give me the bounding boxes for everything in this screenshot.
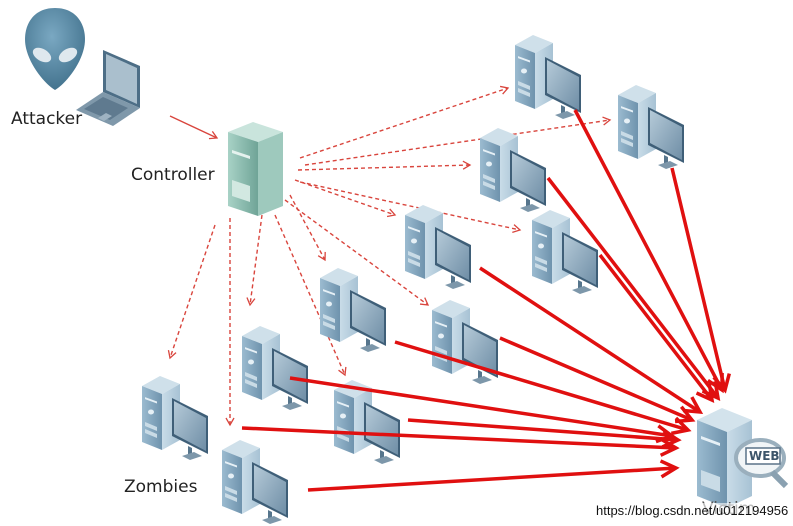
attack-arrow [598, 253, 715, 403]
command-arrow [246, 214, 263, 307]
zombie-computer-icon [242, 326, 308, 410]
zombie-computer-icon [480, 128, 546, 212]
attack-arrow [573, 109, 724, 394]
controller-server-icon [228, 122, 283, 216]
command-arrow [167, 224, 216, 360]
command-arrow [274, 214, 347, 377]
command-arrow [284, 199, 430, 306]
alien-icon [25, 8, 85, 90]
zombie-computer-icon [142, 376, 208, 460]
attack-arrows [241, 109, 731, 492]
watermark: https://blog.csdn.net/u012194956 [596, 503, 789, 518]
attack-arrow [546, 176, 721, 401]
zombies-label: Zombies [124, 477, 198, 497]
zombie-computer-icon [618, 85, 684, 169]
command-arrow [299, 181, 522, 234]
attacker-node [25, 8, 140, 126]
attacker-label: Attacker [11, 109, 83, 129]
attacker-to-controller-arrow [169, 115, 219, 140]
attack-arrow [479, 266, 704, 415]
web-badge-label: WEB [749, 449, 780, 463]
attack-arrow [407, 418, 682, 449]
zombie-computer-icon [222, 440, 288, 524]
command-arrow [299, 85, 510, 159]
zombie-computer-icon [532, 210, 598, 294]
attack-arrow [499, 336, 696, 424]
zombie-computer-icon [515, 35, 581, 119]
command-arrows [167, 85, 612, 427]
attack-arrow [241, 426, 680, 457]
laptop-icon [76, 50, 140, 126]
attack-arrow [307, 459, 680, 492]
command-arrow [304, 116, 612, 166]
command-arrow [294, 179, 397, 218]
attack-arrow [394, 340, 692, 436]
attack-arrow [289, 376, 676, 444]
attack-arrow [670, 167, 731, 394]
zombies-group [142, 35, 684, 524]
web-magnifier-icon [734, 438, 789, 489]
command-arrow [297, 160, 472, 171]
command-arrow [289, 194, 326, 262]
controller-label: Controller [131, 165, 215, 185]
